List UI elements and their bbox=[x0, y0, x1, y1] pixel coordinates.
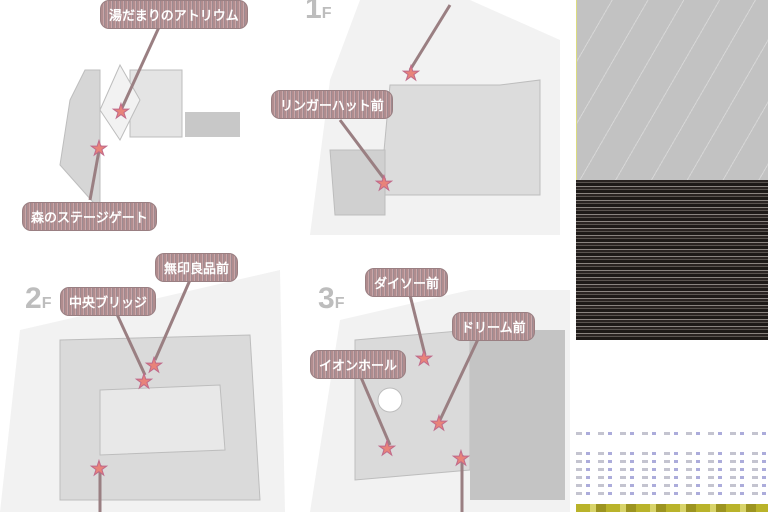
side-panel-dark bbox=[576, 180, 768, 340]
star-icon[interactable]: ★ bbox=[430, 411, 449, 436]
floor-number: 3 bbox=[318, 282, 335, 315]
location-label-daiso[interactable]: ダイソー前 bbox=[365, 268, 449, 297]
star-markers: ★ ★ ★ ★ ★ ★ ★ ★ ★ ★ ★ bbox=[90, 61, 471, 481]
text-line bbox=[576, 452, 768, 455]
location-label-atrium[interactable]: 湯だまりのアトリウム bbox=[100, 0, 248, 29]
location-label-dream[interactable]: ドリーム前 bbox=[452, 312, 535, 341]
star-icon[interactable]: ★ bbox=[135, 369, 154, 394]
side-panel-text bbox=[576, 340, 768, 512]
yellow-strip bbox=[576, 504, 768, 512]
star-icon[interactable]: ★ bbox=[415, 346, 434, 371]
floor-label-2f: 2F bbox=[25, 282, 51, 316]
floor-suffix: F bbox=[334, 295, 345, 312]
floor-number: 1 bbox=[305, 0, 322, 25]
floor-label-3f: 3F bbox=[318, 282, 344, 316]
location-label-muji[interactable]: 無印良品前 bbox=[155, 253, 239, 282]
star-icon[interactable]: ★ bbox=[375, 171, 394, 196]
star-icon[interactable]: ★ bbox=[378, 436, 397, 461]
text-line bbox=[576, 468, 768, 471]
text-line bbox=[576, 484, 768, 487]
star-icon[interactable]: ★ bbox=[112, 99, 131, 124]
text-line bbox=[576, 460, 768, 463]
text-line bbox=[576, 492, 768, 495]
location-label-central-bridge[interactable]: 中央ブリッジ bbox=[60, 287, 157, 316]
floor-suffix: F bbox=[321, 5, 332, 22]
text-line bbox=[576, 432, 768, 435]
floor-maps: ★ ★ ★ ★ ★ ★ ★ ★ ★ ★ ★ bbox=[0, 0, 570, 512]
floor-suffix: F bbox=[41, 295, 52, 312]
text-line bbox=[576, 476, 768, 479]
star-icon[interactable]: ★ bbox=[402, 61, 421, 86]
star-icon[interactable]: ★ bbox=[145, 353, 164, 378]
side-panel-gray bbox=[576, 0, 768, 180]
star-icon[interactable]: ★ bbox=[452, 446, 471, 471]
floor-label-1f: 1F bbox=[305, 0, 331, 26]
floor-number: 2 bbox=[25, 282, 42, 315]
location-label-aeon-hall[interactable]: イオンホール bbox=[310, 350, 407, 379]
star-icon[interactable]: ★ bbox=[90, 136, 109, 161]
star-icon[interactable]: ★ bbox=[90, 456, 109, 481]
location-label-stage-gate[interactable]: 森のステージゲート bbox=[22, 202, 157, 231]
location-label-ringerhut[interactable]: リンガーハット前 bbox=[271, 90, 393, 119]
